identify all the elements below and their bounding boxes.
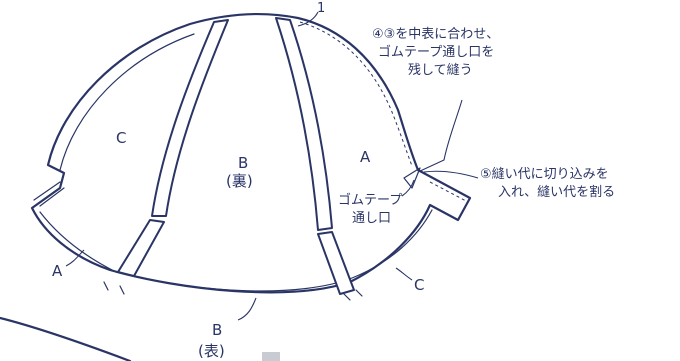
next-piece-outline <box>0 316 132 361</box>
tab-marker <box>262 352 280 361</box>
label-b-bottom: B <box>212 321 222 339</box>
label-b-center-sub: (裏) <box>226 172 253 190</box>
label-c-left: C <box>116 129 126 147</box>
seam-band-right <box>275 17 333 231</box>
seam-band-right-lower <box>317 231 355 295</box>
label-a-right: A <box>360 148 371 166</box>
stitch-line-lower <box>429 181 469 203</box>
leader-c-bottom <box>395 267 413 281</box>
callout-number-1: 1 <box>317 1 325 16</box>
leader-step4 <box>417 99 463 173</box>
label-c-bottom: C <box>414 276 424 294</box>
callout-step5-line1: ⑤縫い代に切り込みを <box>480 167 609 182</box>
label-b-center: B <box>238 154 248 172</box>
hat-hem-line <box>39 209 433 292</box>
callout-opening-line1: ゴムテープ <box>338 192 402 208</box>
label-b-bottom-sub: (表) <box>198 342 225 360</box>
callout-step4-line3: 残して縫う <box>408 63 473 78</box>
leader-a-bottom <box>65 249 85 267</box>
callout-opening-line2: 通し口 <box>352 211 391 226</box>
callout-step4-line2: ゴムテープ通し口を <box>378 44 494 60</box>
leader-b-bottom <box>237 297 257 321</box>
callout-step4-line1: ④③を中表に合わせ、 <box>372 27 499 42</box>
left-edge-notch <box>33 181 65 207</box>
cut-notch <box>403 167 421 189</box>
stitch-line <box>299 21 413 167</box>
hat-allowance-top-left <box>59 33 195 171</box>
label-a-bottom: A <box>52 262 63 280</box>
hem-ticks <box>103 281 363 301</box>
leader-step5 <box>423 170 479 179</box>
callout-step5-line2: 入れ、縫い代を割る <box>498 184 615 200</box>
seam-band-left-lower <box>117 219 165 277</box>
leader-opening <box>401 179 415 197</box>
leader-1 <box>297 11 319 27</box>
seam-band-left <box>151 19 229 217</box>
